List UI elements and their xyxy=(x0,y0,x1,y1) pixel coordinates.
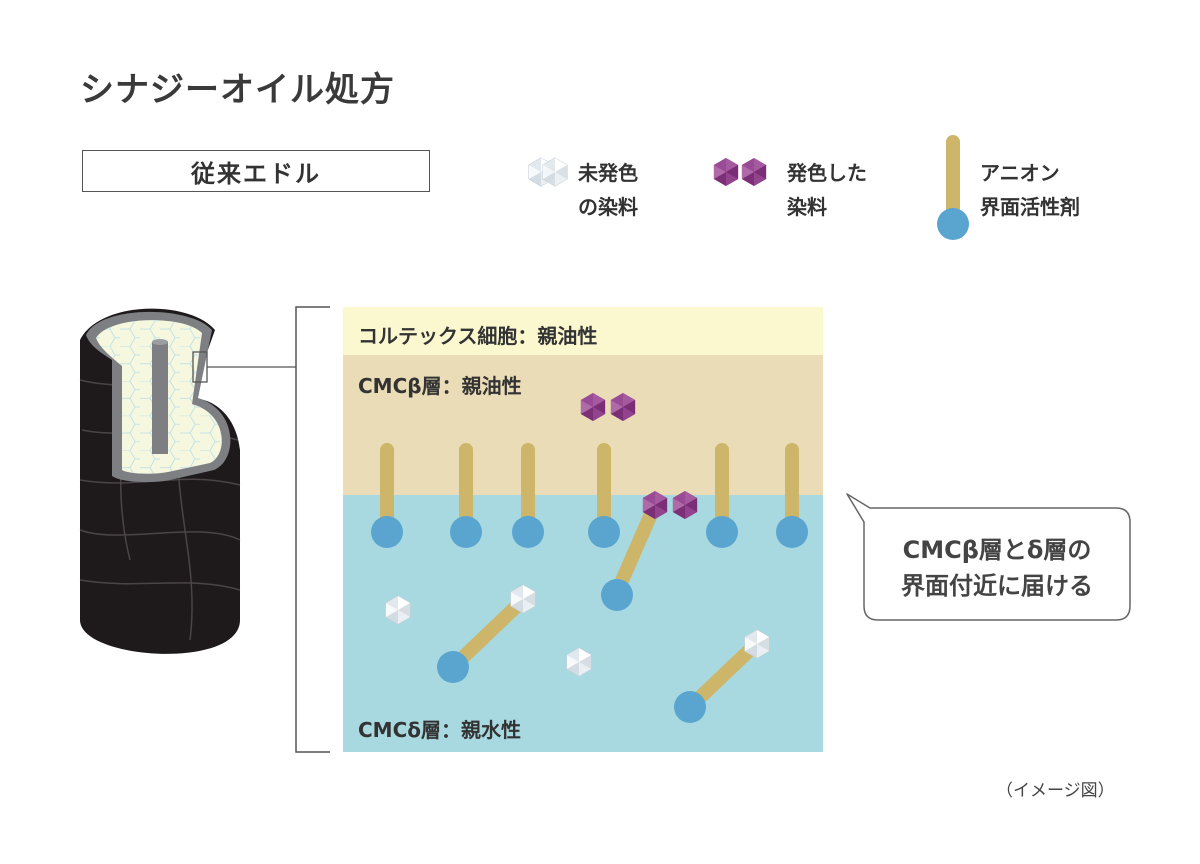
surfactant-molecule xyxy=(776,443,808,548)
image-caption: （イメージ図） xyxy=(996,781,1115,801)
cortex-band xyxy=(343,307,823,355)
legend-surfactant-label: アニオン 界面活性剤 xyxy=(980,161,1080,219)
callout-bubble xyxy=(846,493,1131,621)
surfactant-molecule xyxy=(706,443,738,548)
surfactant-molecule xyxy=(371,443,403,548)
callout-text: CMCβ層とδ層の 界面付近に届ける xyxy=(901,536,1093,600)
surfactant-molecule xyxy=(450,443,482,548)
surfactant-with-undyed-dye xyxy=(674,629,770,723)
section-label-box: 従来エドル xyxy=(82,150,430,192)
surfactant-molecule xyxy=(512,443,544,548)
legend-dyed-dye-icon xyxy=(713,158,767,186)
legend-undyed-dye-icon xyxy=(528,157,568,187)
surfactant-molecule xyxy=(588,443,620,548)
cmc-beta-band xyxy=(343,355,823,495)
cortex-layer-label: コルテックス細胞：親油性 xyxy=(358,324,598,348)
surfactant-with-dyed-dye xyxy=(601,491,698,611)
legend-surfactant-icon xyxy=(937,135,969,240)
surfactant-with-undyed-dye xyxy=(437,584,536,683)
cmc-delta-band xyxy=(343,495,823,752)
cmc-beta-layer-label: CMCβ層：親油性 xyxy=(358,374,522,398)
cmc-delta-layer-label: CMCδ層：親水性 xyxy=(358,718,521,742)
legend-undyed-dye-label: 未発色 の染料 xyxy=(578,161,638,219)
hair-fiber-illustration xyxy=(79,306,330,753)
page-title: シナジーオイル処方 xyxy=(80,70,395,110)
legend-dyed-dye-label: 発色した 染料 xyxy=(787,161,867,219)
